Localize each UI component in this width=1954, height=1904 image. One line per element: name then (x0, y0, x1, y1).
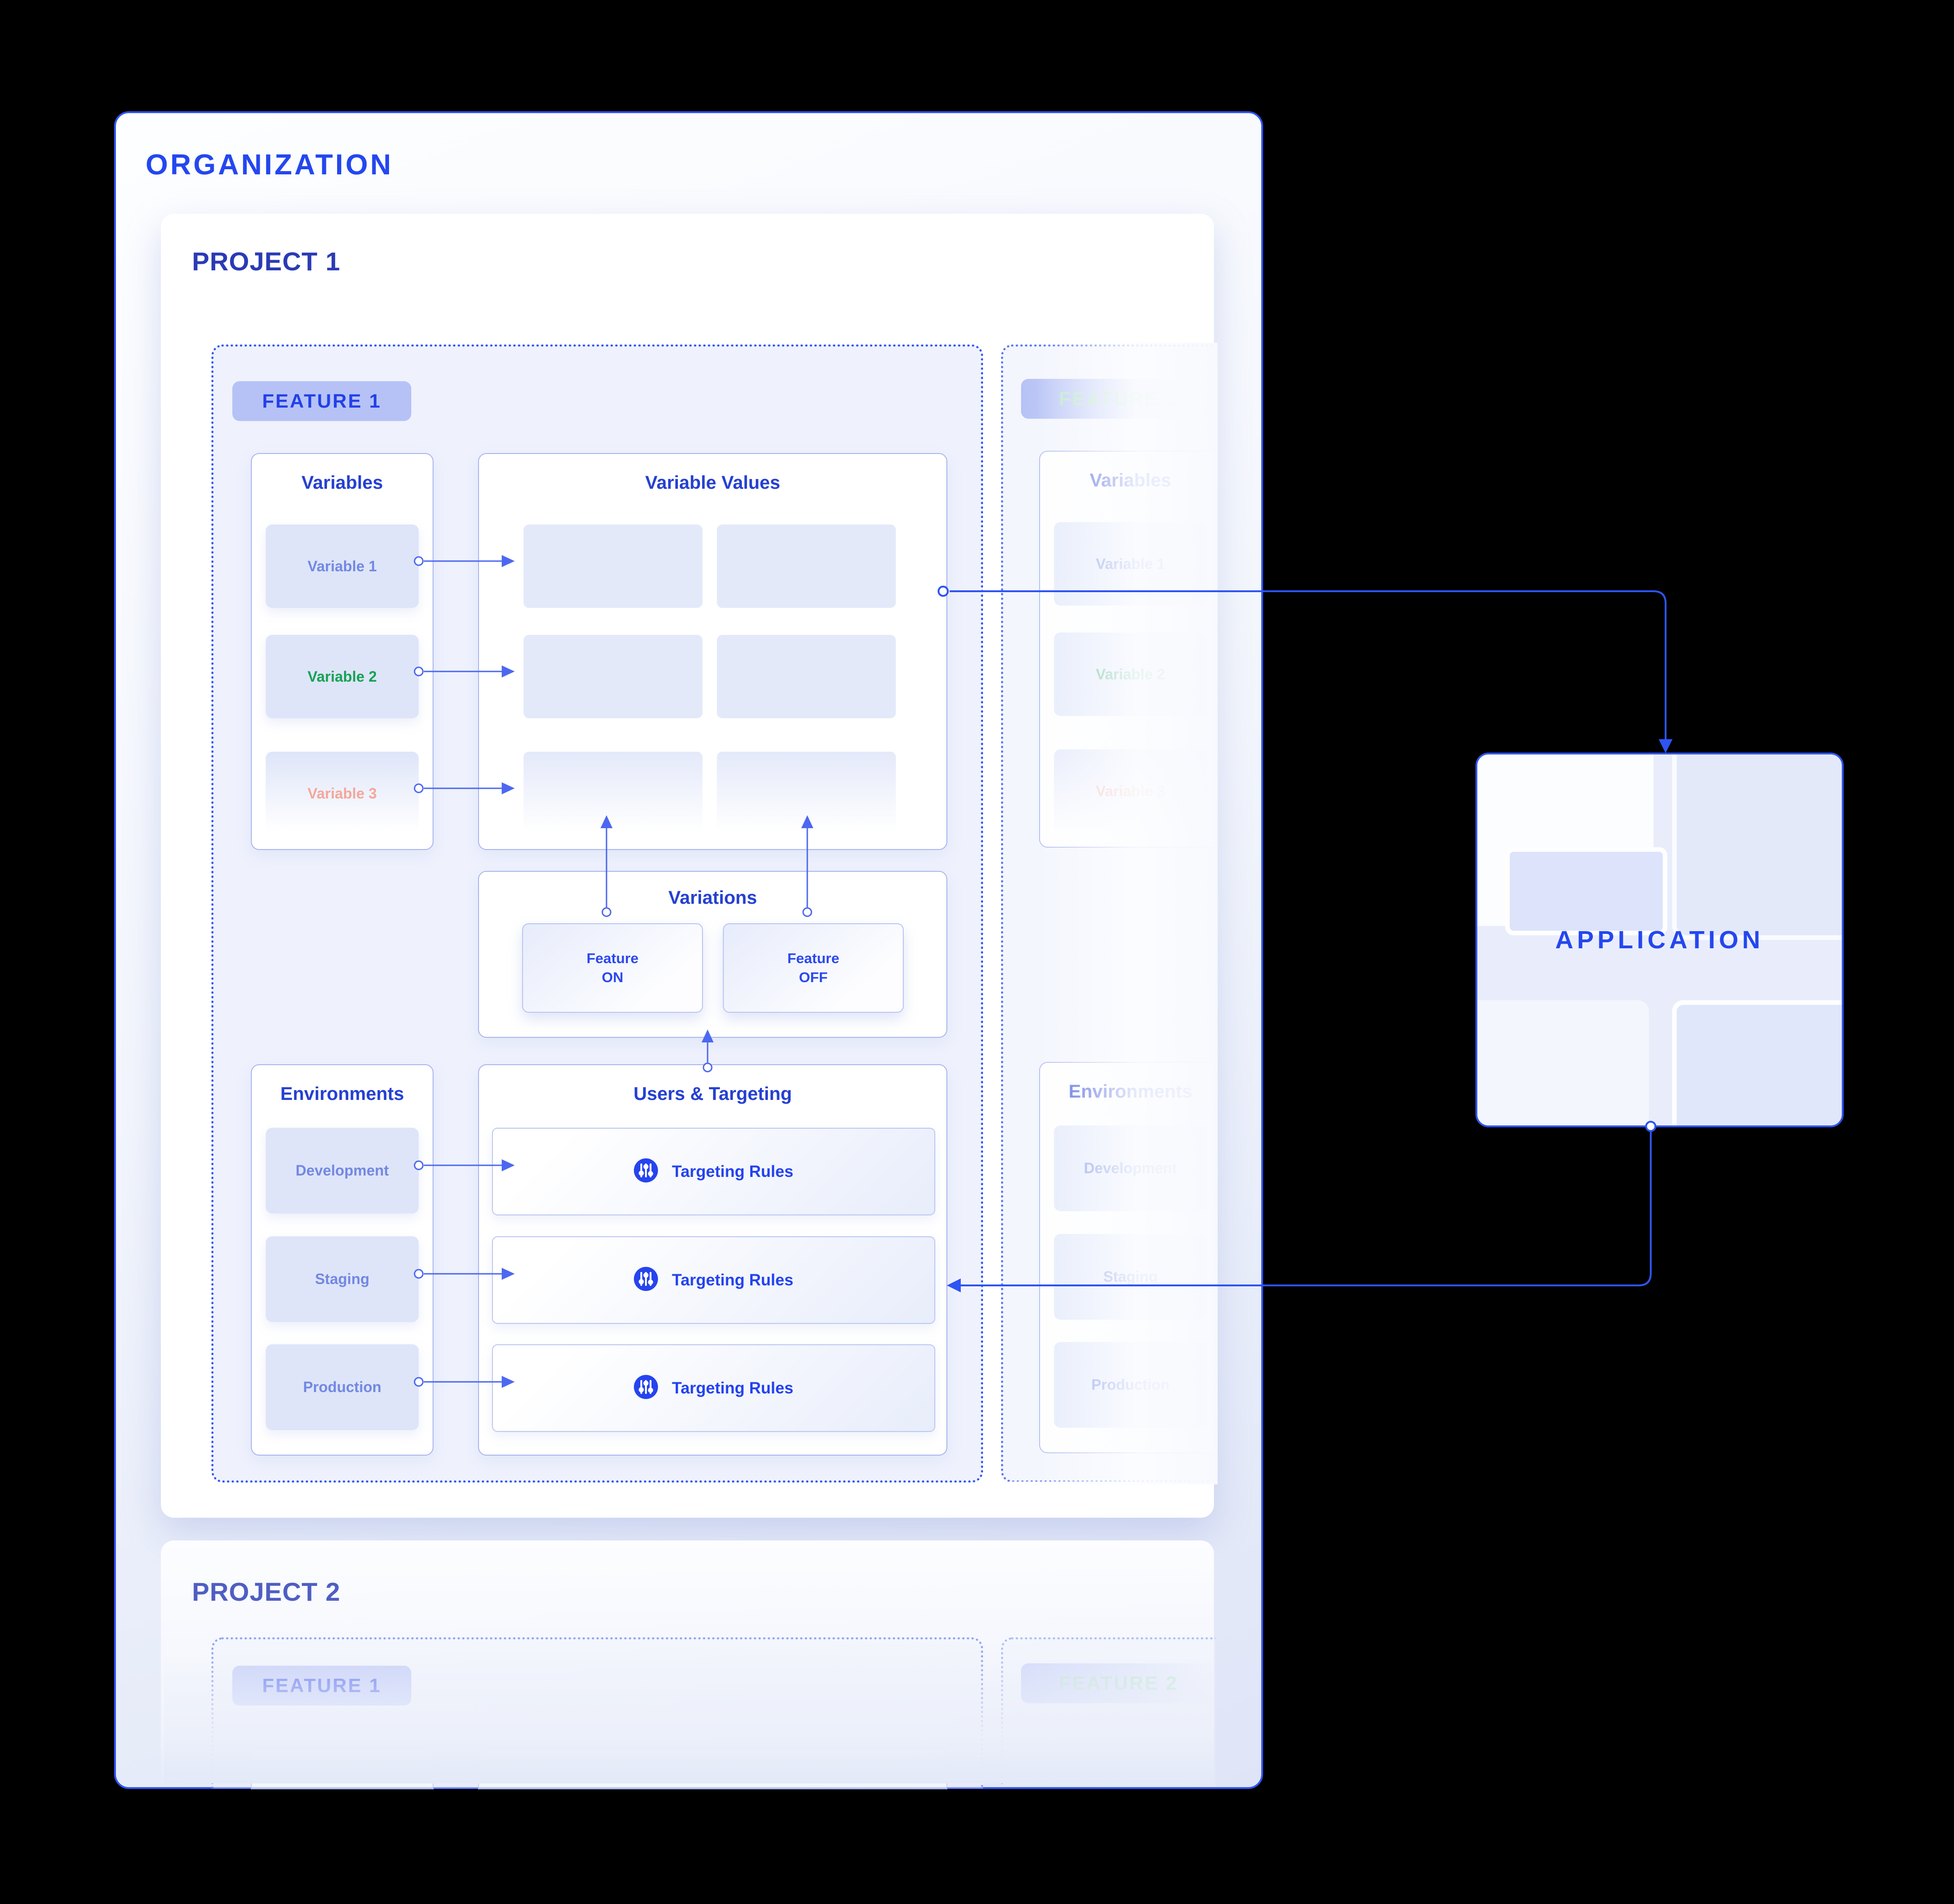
project2-title: PROJECT 2 (192, 1577, 341, 1606)
variable-1-chip: Variable 1 (266, 524, 419, 608)
app-decoration (1672, 754, 1842, 940)
feature1-box: FEATURE 1 Variables Variable 1 Variable … (211, 345, 983, 1482)
production-chip: Production (266, 1344, 419, 1430)
feature1-badge: FEATURE 1 (232, 381, 411, 421)
users-targeting-title: Users & Targeting (633, 1084, 792, 1104)
value-box (524, 635, 702, 718)
value-box-faded (717, 752, 896, 835)
project1-title: PROJECT 1 (192, 247, 341, 276)
targeting-rules-row: Targeting Rules (492, 1128, 935, 1215)
variable-values-title: Variable Values (645, 473, 780, 493)
feature-on-box: Feature ON (522, 923, 703, 1013)
app-decoration (1505, 847, 1667, 935)
users-targeting-panel: Users & Targeting Targeting Rules Target… (478, 1064, 947, 1456)
app-decoration (1672, 1000, 1842, 1125)
targeting-rules-row: Targeting Rules (492, 1344, 935, 1432)
value-box (524, 524, 702, 608)
variables-title: Variables (301, 473, 383, 493)
variable-values-panel: Variable Values (478, 453, 947, 850)
sliders-icon (634, 1158, 658, 1185)
variable-3-chip: Variable 3 (266, 752, 419, 835)
variables-panel: Variables Variable 1 Variable 2 Variable… (251, 453, 434, 850)
value-box (717, 524, 896, 608)
environments-title: Environments (280, 1084, 404, 1104)
targeting-rules-label: Targeting Rules (672, 1162, 793, 1181)
targeting-rules-label: Targeting Rules (672, 1271, 793, 1289)
application-title: APPLICATION (1555, 926, 1764, 954)
variable-2-chip: Variable 2 (266, 635, 419, 718)
app-decoration (1477, 1000, 1649, 1125)
project2-fade-overlay (164, 1653, 1212, 1783)
development-chip: Development (266, 1128, 419, 1214)
staging-chip: Staging (266, 1236, 419, 1322)
variations-title: Variations (668, 888, 757, 908)
variations-panel: Variations Feature ON Feature OFF (478, 871, 947, 1038)
application-box: APPLICATION (1475, 753, 1844, 1127)
feature2-fade-overlay (1036, 343, 1218, 1484)
targeting-rules-label: Targeting Rules (672, 1379, 793, 1397)
value-box (717, 635, 896, 718)
sliders-icon (634, 1267, 658, 1293)
organization-box: ORGANIZATION PROJECT 1 FEATURE 1 Variabl… (114, 111, 1263, 1789)
value-box-faded (524, 752, 702, 835)
feature-off-box: Feature OFF (723, 923, 904, 1013)
organization-title: ORGANIZATION (146, 149, 394, 181)
sliders-icon (634, 1375, 658, 1401)
environments-panel: Environments Development Staging Product… (251, 1064, 434, 1456)
targeting-rules-row: Targeting Rules (492, 1236, 935, 1324)
